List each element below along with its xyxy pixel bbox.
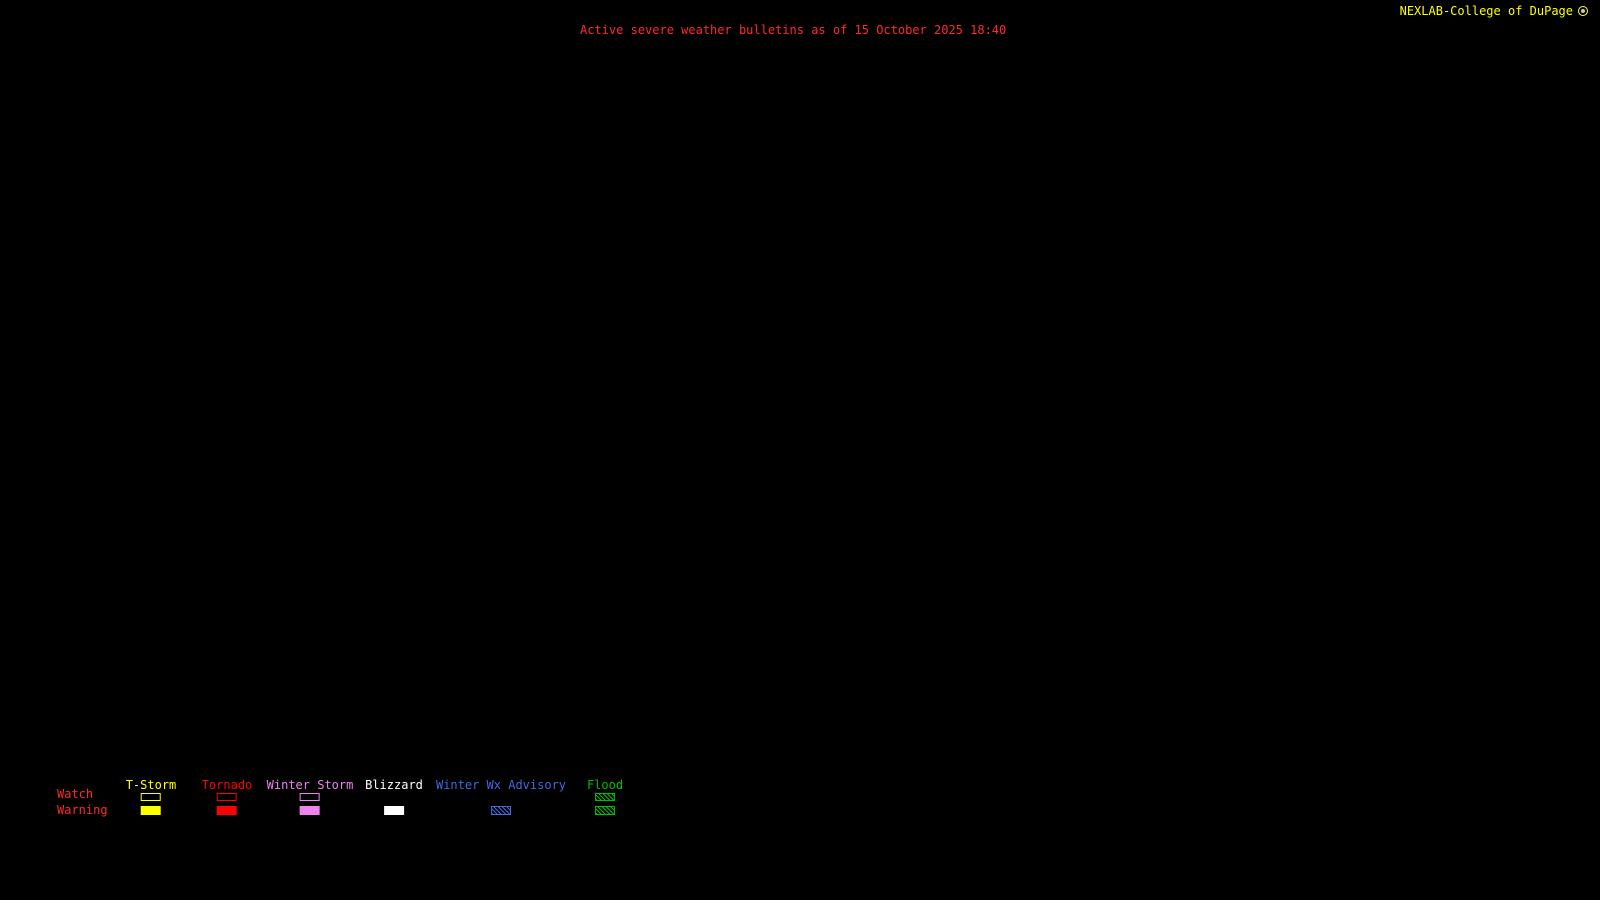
- legend-watch-row-label: Watch: [57, 787, 94, 801]
- legend-column-label: T-Storm: [125, 778, 177, 792]
- legend-column-label: Winter Storm: [266, 778, 354, 792]
- brand-text: NEXLAB-College of DuPage: [1399, 4, 1573, 18]
- legend-col-t-storm: T-Storm: [125, 778, 177, 815]
- winter-storm-warning-swatch: [299, 806, 320, 815]
- winter-wx-advisory-warning-swatch: [490, 806, 511, 815]
- tornado-warning-swatch: [216, 806, 237, 815]
- legend-col-flood: Flood: [587, 778, 623, 815]
- legend-col-blizzard: Blizzard: [365, 778, 423, 815]
- flood-watch-swatch: [595, 793, 615, 801]
- legend-column-label: Blizzard: [365, 778, 423, 792]
- winter-storm-watch-swatch: [299, 793, 320, 801]
- t-storm-watch-swatch: [140, 793, 161, 801]
- legend-col-winter-storm: Winter Storm: [266, 778, 354, 815]
- flood-warning-swatch: [595, 806, 615, 815]
- tornado-watch-swatch: [216, 793, 237, 801]
- legend-col-tornado: Tornado: [201, 778, 253, 815]
- legend-column-label: Winter Wx Advisory: [435, 778, 567, 792]
- legend-column-label: Flood: [586, 778, 624, 792]
- t-storm-warning-swatch: [140, 806, 161, 815]
- blizzard-warning-swatch: [383, 806, 404, 815]
- cod-logo-icon: [1578, 6, 1588, 16]
- legend: Watch Warning T-Storm Tornado Winter Storm…: [0, 778, 1600, 828]
- map-canvas: [0, 45, 1600, 770]
- legend-warning-row-label: Warning: [57, 803, 108, 817]
- brand: NEXLAB-College of DuPage: [1400, 4, 1588, 18]
- page-title: Active severe weather bulletins as of 15…: [580, 23, 1007, 37]
- legend-col-winter-wx-advisory: Winter Wx Advisory: [436, 778, 566, 815]
- legend-column-label: Tornado: [201, 778, 253, 792]
